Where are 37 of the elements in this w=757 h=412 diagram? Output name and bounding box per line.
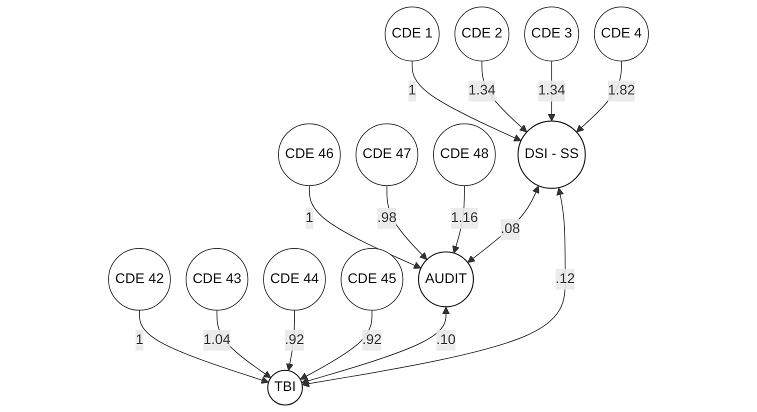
node-circle: CDE 2: [454, 6, 510, 62]
edge-label: 1.34: [538, 83, 566, 98]
edge-label: .98: [377, 210, 397, 226]
node-circle: TBI: [267, 370, 303, 406]
arrow: [386, 185, 428, 260]
edge-label: 1: [136, 332, 144, 348]
edge-label: 1: [306, 210, 314, 226]
arrow: [286, 310, 295, 371]
node-circle: CDE 4: [594, 6, 649, 62]
edge-label: .10: [436, 332, 456, 348]
node-circle: CDE 47: [356, 123, 418, 186]
node-circle: CDE 42: [108, 248, 171, 311]
arrow: [300, 310, 372, 380]
arrow: [301, 306, 450, 384]
arrow: [467, 186, 540, 263]
edge-label: 1.04: [203, 332, 231, 348]
edge-label: .08: [500, 222, 520, 237]
edge-label: .92: [362, 332, 382, 348]
node-circle: CDE 43: [186, 248, 248, 311]
arrow: [412, 60, 522, 142]
node-circle: DSI - SS: [517, 120, 586, 189]
node-circle: CDE 48: [433, 123, 496, 186]
edge-label: 1: [408, 83, 416, 98]
edge-label: 1.16: [450, 210, 478, 226]
edge-label: 1.82: [608, 83, 635, 98]
arrow: [302, 188, 566, 388]
edge-label: 1.34: [468, 83, 496, 98]
node-circle: CDE 46: [278, 123, 341, 186]
node-circle: CDE 45: [340, 248, 404, 311]
node-circle: CDE 3: [524, 6, 580, 62]
edge-label: .12: [556, 271, 575, 286]
node-circle: AUDIT: [418, 251, 474, 308]
arrow: [308, 185, 422, 269]
arrow: [139, 310, 269, 384]
node-circle: CDE 1: [384, 6, 440, 62]
node-circle: CDE 44: [263, 248, 326, 311]
edge-label: .92: [284, 332, 304, 348]
